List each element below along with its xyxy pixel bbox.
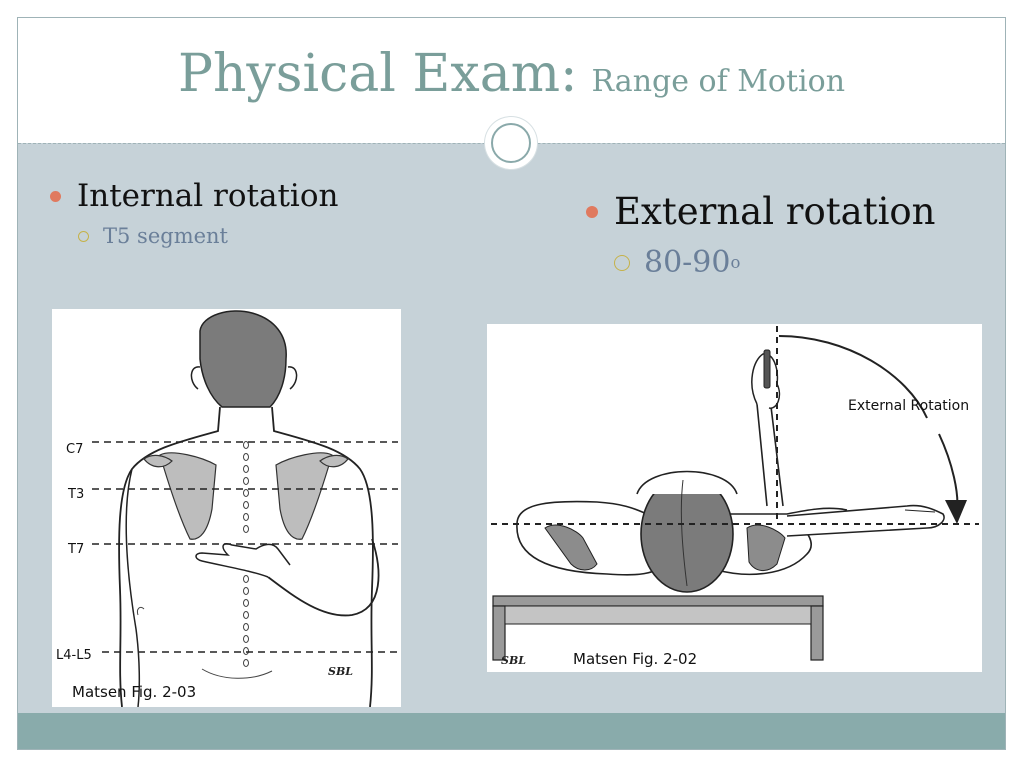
sub-bullet-t5: T5 segment <box>78 224 338 248</box>
figure-caption: Matsen Fig. 2-03 <box>72 683 197 701</box>
sub-bullet-ring-icon <box>78 230 89 242</box>
slide-title: Physical Exam: Range of Motion <box>18 44 1005 104</box>
figure-external-rotation: External Rotation Matsen Fig. 2-02 SBL <box>487 324 982 672</box>
bullet-dot-icon <box>586 205 598 218</box>
level-label-t3: T3 <box>68 487 85 502</box>
level-label-t7: T7 <box>68 542 85 557</box>
footer-band <box>18 713 1005 749</box>
figure-caption: Matsen Fig. 2-02 <box>573 650 698 668</box>
bullet-dot-icon <box>50 190 61 202</box>
title-subtitle: Range of Motion <box>591 64 846 99</box>
back-view-illustration <box>92 310 398 707</box>
slide-frame: Physical Exam: Range of Motion Internal r… <box>17 17 1006 750</box>
sub-bullet-text: 80-90 <box>644 245 731 280</box>
level-label-l4-l5: L4-L5 <box>56 648 92 663</box>
title-main: Physical Exam: <box>177 44 578 104</box>
bullet-internal-rotation: Internal rotation <box>50 178 338 214</box>
external-rotation-annotation: External Rotation <box>848 398 970 414</box>
artist-signature: SBL <box>328 665 353 678</box>
bullet-text: External rotation <box>614 190 936 233</box>
degree-superscript: o <box>730 253 741 272</box>
circle-ornament-icon <box>485 117 537 169</box>
sub-bullet-text: T5 segment <box>103 224 228 248</box>
level-label-c7: C7 <box>66 442 84 457</box>
bullet-external-rotation: External rotation <box>586 190 936 233</box>
bullet-text: Internal rotation <box>77 178 339 214</box>
supine-view-illustration <box>491 326 979 661</box>
sub-bullet-ring-icon <box>614 254 630 271</box>
figure-internal-rotation: C7 T3 T7 L4-L5 Matsen Fig. 2-03 SBL <box>52 309 401 707</box>
artist-signature: SBL <box>501 654 526 667</box>
left-bullet-list: Internal rotation T5 segment <box>50 178 338 248</box>
